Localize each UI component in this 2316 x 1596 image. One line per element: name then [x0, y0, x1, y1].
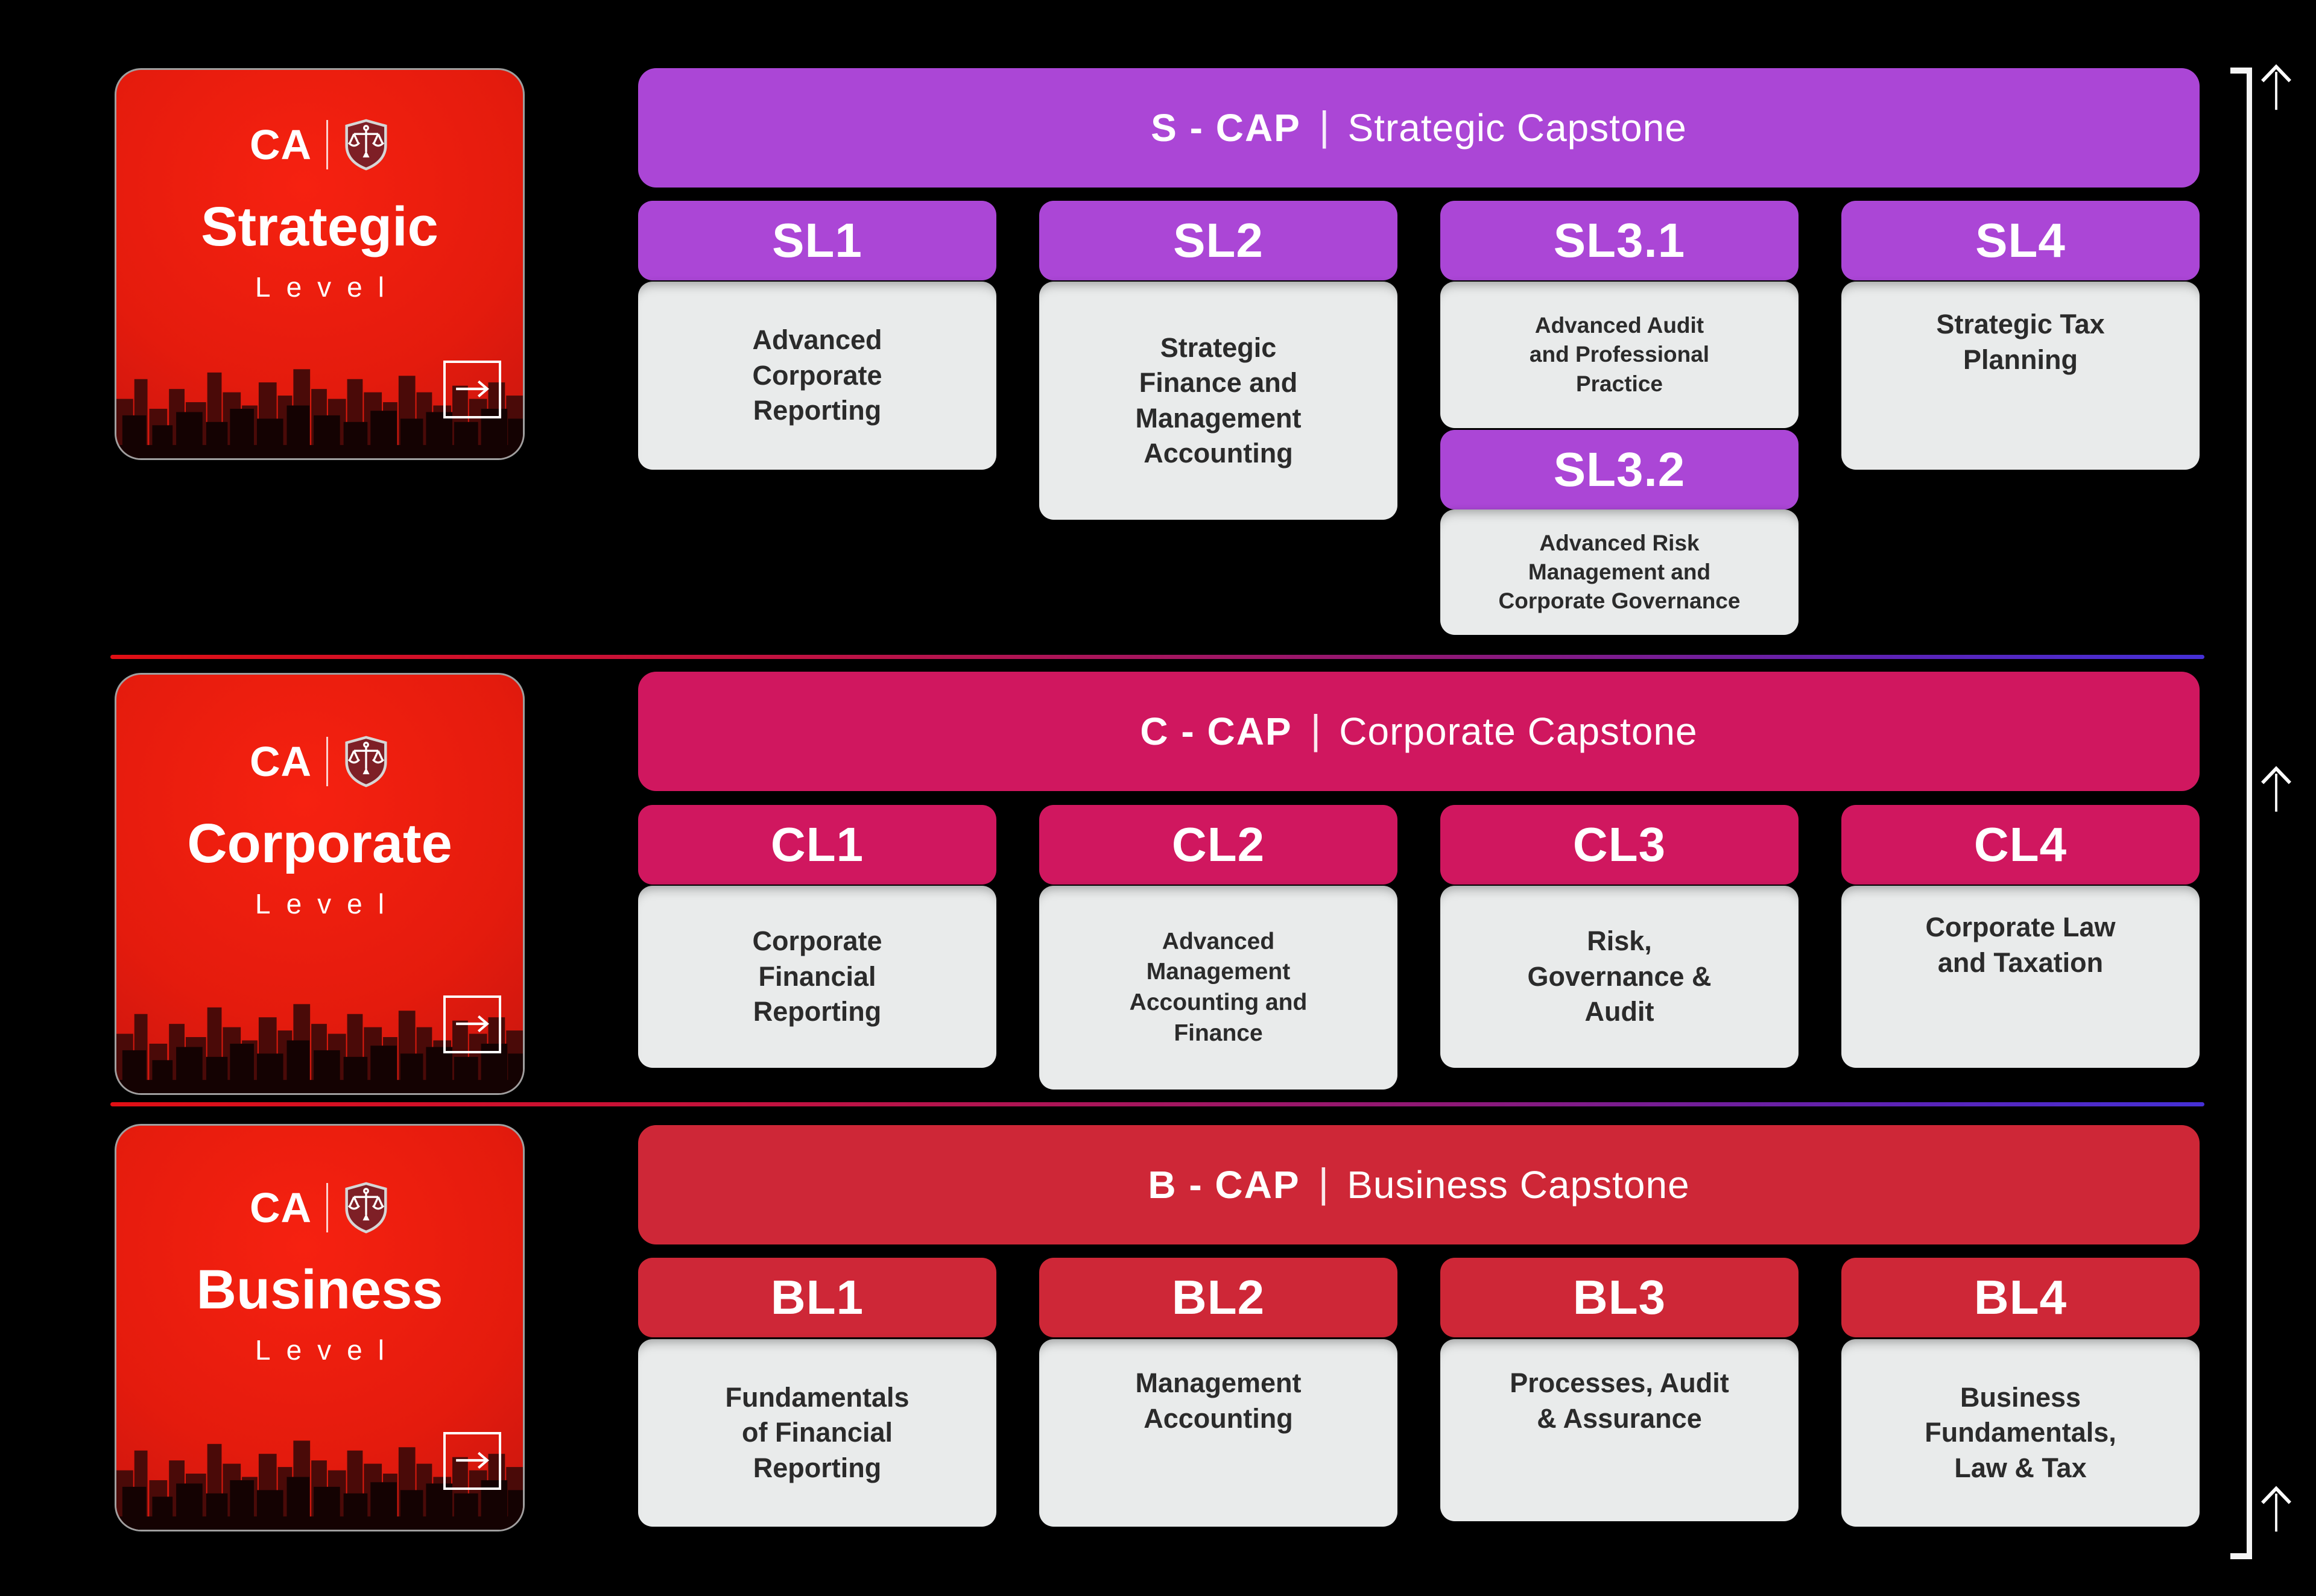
- code-badge-cl3: CL3: [1440, 805, 1799, 885]
- code-badge-sl3-2: SL3.2: [1440, 430, 1799, 509]
- capstone-title: Business Capstone: [1347, 1163, 1690, 1206]
- subject-card-bl2: Management Accounting: [1039, 1339, 1397, 1527]
- subject-card-cl1: Corporate Financial Reporting: [638, 886, 996, 1068]
- ca-brand-text: CA: [249, 1184, 312, 1231]
- capstone-banner-corporate: C - CAP | Corporate Capstone: [638, 672, 2200, 791]
- corporate-level-card: CA Corporate Level: [115, 673, 525, 1095]
- brand-divider: [326, 737, 329, 786]
- progression-bracket-bottom-cap: [2230, 1553, 2252, 1559]
- level-title: Business: [196, 1259, 443, 1320]
- capstone-title: Corporate Capstone: [1339, 710, 1698, 753]
- subject-card-bl4: Business Fundamentals, Law & Tax: [1841, 1339, 2200, 1527]
- strategic-level-card: CA Strategic Level: [115, 68, 525, 460]
- code-badge-cl2: CL2: [1039, 805, 1397, 885]
- business-card-arrow-button[interactable]: [443, 1432, 501, 1490]
- ca-brand-text: CA: [249, 738, 312, 785]
- subject-card-cl2: Advanced Management Accounting and Finan…: [1039, 886, 1397, 1090]
- up-arrow-icon: [2258, 63, 2294, 112]
- arrow-right-icon: [454, 1011, 491, 1039]
- capstone-pipe: |: [1318, 1160, 1329, 1206]
- brand-divider: [326, 1183, 329, 1232]
- capstone-pipe: |: [1318, 103, 1330, 149]
- code-badge-bl3: BL3: [1440, 1258, 1799, 1337]
- subject-card-sl1: Advanced Corporate Reporting: [638, 282, 996, 470]
- capstone-code: C - CAP: [1140, 710, 1292, 753]
- progression-bracket-line: [2247, 68, 2252, 1558]
- code-badge-bl1: BL1: [638, 1258, 996, 1337]
- subject-card-cl3: Risk, Governance & Audit: [1440, 886, 1799, 1068]
- scales-shield-icon: [343, 1181, 390, 1234]
- subject-card-sl3-2: Advanced Risk Management and Corporate G…: [1440, 509, 1799, 635]
- brand-row: CA: [250, 1181, 390, 1234]
- capstone-code: S - CAP: [1151, 106, 1301, 150]
- up-arrow-icon: [2258, 765, 2294, 814]
- corporate-card-arrow-button[interactable]: [443, 995, 501, 1053]
- subject-card-bl3: Processes, Audit & Assurance: [1440, 1339, 1799, 1521]
- level-title: Corporate: [187, 813, 452, 874]
- scales-shield-icon: [343, 118, 390, 171]
- brand-divider: [326, 120, 329, 169]
- section-separator-bottom: [110, 1102, 2204, 1106]
- level-title: Strategic: [201, 196, 438, 257]
- subject-card-sl3-1: Advanced Audit and Professional Practice: [1440, 282, 1799, 428]
- subject-card-bl1: Fundamentals of Financial Reporting: [638, 1339, 996, 1527]
- code-badge-bl4: BL4: [1841, 1258, 2200, 1337]
- scales-shield-icon: [343, 735, 390, 788]
- code-badge-sl2: SL2: [1039, 201, 1397, 280]
- strategic-card-arrow-button[interactable]: [443, 361, 501, 418]
- level-subtitle: Level: [255, 888, 400, 919]
- brand-row: CA: [250, 735, 390, 788]
- up-arrow-icon: [2258, 1484, 2294, 1534]
- code-badge-sl1: SL1: [638, 201, 996, 280]
- code-badge-sl3-1: SL3.1: [1440, 201, 1799, 280]
- section-separator-top: [110, 655, 2204, 659]
- city-skyline-graphic: [116, 988, 523, 1093]
- capstone-code: B - CAP: [1148, 1163, 1300, 1206]
- subject-card-sl4: Strategic Tax Planning: [1841, 282, 2200, 470]
- subject-card-sl2: Strategic Finance and Management Account…: [1039, 282, 1397, 520]
- progression-bracket-top-cap: [2230, 68, 2252, 74]
- arrow-right-icon: [454, 376, 491, 404]
- level-subtitle: Level: [255, 271, 400, 303]
- capstone-title: Strategic Capstone: [1347, 106, 1687, 150]
- subject-card-cl4: Corporate Law and Taxation: [1841, 886, 2200, 1068]
- level-subtitle: Level: [255, 1334, 400, 1366]
- brand-row: CA: [250, 118, 390, 171]
- arrow-right-icon: [454, 1447, 491, 1475]
- code-badge-sl4: SL4: [1841, 201, 2200, 280]
- capstone-banner-strategic: S - CAP | Strategic Capstone: [638, 68, 2200, 188]
- capstone-banner-business: B - CAP | Business Capstone: [638, 1125, 2200, 1244]
- business-level-card: CA Business Level: [115, 1124, 525, 1531]
- code-badge-bl2: BL2: [1039, 1258, 1397, 1337]
- city-skyline-graphic: [116, 353, 523, 458]
- capstone-pipe: |: [1310, 707, 1321, 752]
- code-badge-cl4: CL4: [1841, 805, 2200, 885]
- code-badge-cl1: CL1: [638, 805, 996, 885]
- ca-brand-text: CA: [249, 121, 312, 168]
